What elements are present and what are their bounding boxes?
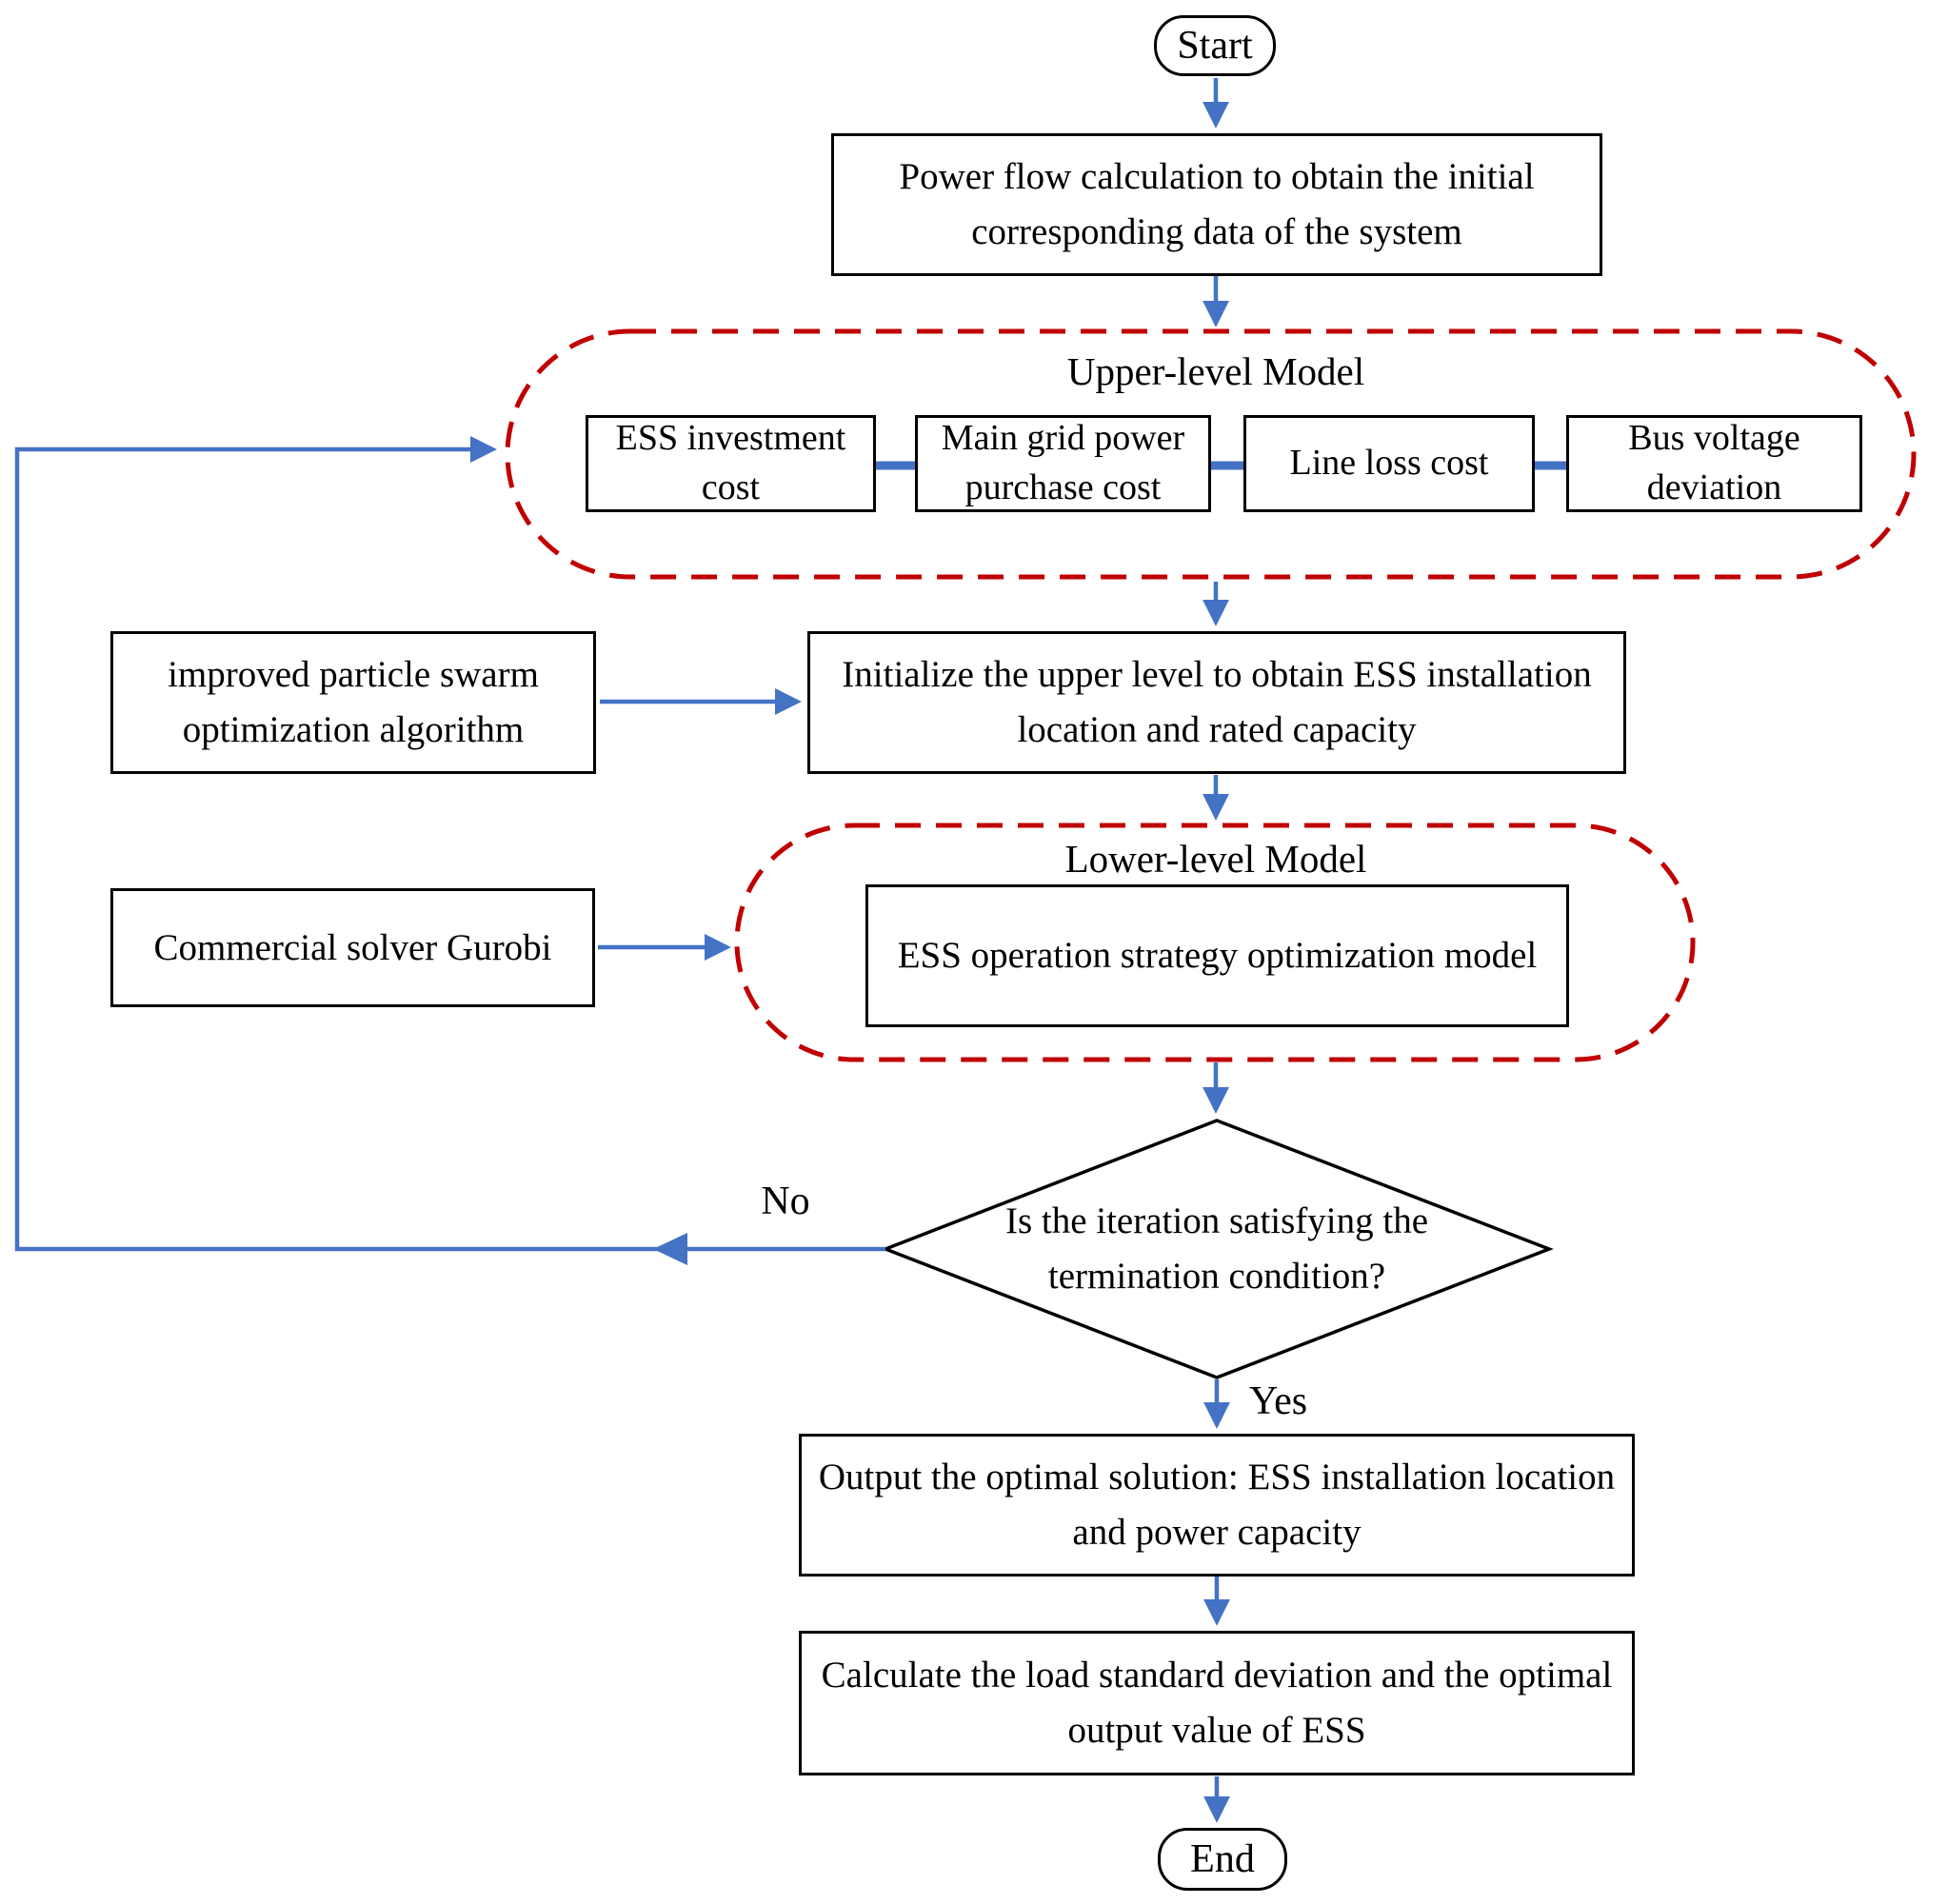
arrow-no-feedback-loop [14, 436, 885, 1252]
process-power-flow: Power flow calculation to obtain the ini… [831, 133, 1602, 276]
decision-text: Is the iteration satisfying the terminat… [1004, 1200, 1429, 1298]
cost-box-bus-voltage-deviation: Bus voltage deviation [1566, 415, 1862, 512]
start-terminator: Start [1154, 15, 1276, 76]
decision-diamond-shape [881, 1119, 1554, 1379]
no-feedback-mid-arrowhead [653, 1233, 687, 1265]
process-initialize-upper-level: Initialize the upper level to obtain ESS… [807, 631, 1626, 774]
cost-box-main-grid-purchase: Main grid power purchase cost [915, 415, 1211, 512]
process-output-optimal-solution: Output the optimal solution: ESS install… [799, 1434, 1635, 1577]
process-ess-operation-strategy: ESS operation strategy optimization mode… [865, 884, 1569, 1027]
branch-label-yes: Yes [1249, 1379, 1308, 1423]
cost-box-ess-investment: ESS investment cost [586, 415, 876, 512]
upper-level-group-frame [505, 328, 1917, 580]
process-improved-pso: improved particle swarm optimization alg… [110, 631, 596, 774]
upper-level-group-title: Upper-level Model [1066, 349, 1365, 393]
cost-box-line-loss: Line loss cost [1243, 415, 1535, 512]
end-terminator: End [1158, 1828, 1287, 1891]
process-commercial-solver-gurobi: Commercial solver Gurobi [110, 888, 595, 1007]
lower-level-group-title: Lower-level Model [1064, 837, 1367, 881]
lower-level-group-frame [734, 823, 1696, 1062]
branch-label-no: No [761, 1180, 810, 1223]
process-calculate-load-std-deviation: Calculate the load standard deviation an… [799, 1631, 1635, 1775]
